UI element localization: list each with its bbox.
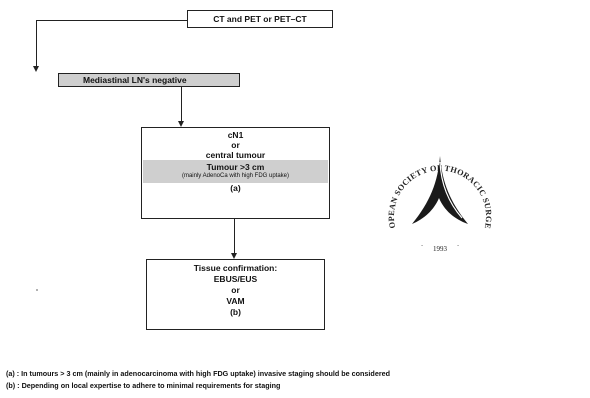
cn1-central-tumour-box: cN1 or central tumour Tumour >3 cm (main… <box>141 127 330 219</box>
tumour-3cm-label: Tumour >3 cm <box>206 162 265 172</box>
adenoca-note-label: (mainly AdenoCa with high FDG uptake) <box>181 173 290 179</box>
footnote-ref-a: (a) <box>230 183 241 193</box>
mediastinal-ln-negative-label: Mediastinal LN's negative <box>83 75 187 85</box>
stray-dot <box>36 289 38 291</box>
mediastinal-ln-negative-box: Mediastinal LN's negative <box>58 73 240 87</box>
footnote-a: (a) : In tumours > 3 cm (mainly in adeno… <box>6 369 391 378</box>
or-label: or <box>231 140 240 150</box>
ct-pet-label: CT and PET or PET–CT <box>213 14 307 24</box>
connector-ln-vertical <box>181 87 182 121</box>
connector-ct-vertical <box>36 20 37 66</box>
footnote-ref-b: (b) <box>230 307 241 317</box>
or-label-2: or <box>231 285 240 295</box>
ct-pet-box: CT and PET or PET–CT <box>187 10 333 28</box>
seal-text: EUROPEAN SOCIETY OF THORACIC SURGEONS <box>378 122 493 230</box>
ests-seal-logo: EUROPEAN SOCIETY OF THORACIC SURGEONS 19… <box>378 122 493 253</box>
arrowhead-to-ln-negative <box>33 66 39 72</box>
seal-year: 1993 <box>433 245 448 253</box>
arrowhead-to-cn1 <box>178 121 184 127</box>
seal-dot-right: · <box>457 242 459 250</box>
connector-ct-horizontal <box>36 20 187 21</box>
tissue-confirmation-box: Tissue confirmation: EBUS/EUS or VAM (b) <box>146 259 325 330</box>
cn1-label: cN1 <box>227 130 244 140</box>
vam-label: VAM <box>226 296 245 306</box>
seal-dot-left: · <box>421 242 423 250</box>
footnote-b: (b) : Depending on local expertise to ad… <box>6 381 281 390</box>
central-tumour-label: central tumour <box>205 150 266 160</box>
tissue-confirmation-label: Tissue confirmation: <box>193 263 278 273</box>
connector-cn1-vertical <box>234 219 235 253</box>
tumour-3cm-shaded-band: Tumour >3 cm (mainly AdenoCa with high F… <box>143 160 328 183</box>
arrowhead-to-tissue <box>231 253 237 259</box>
ebus-eus-label: EBUS/EUS <box>213 274 258 284</box>
